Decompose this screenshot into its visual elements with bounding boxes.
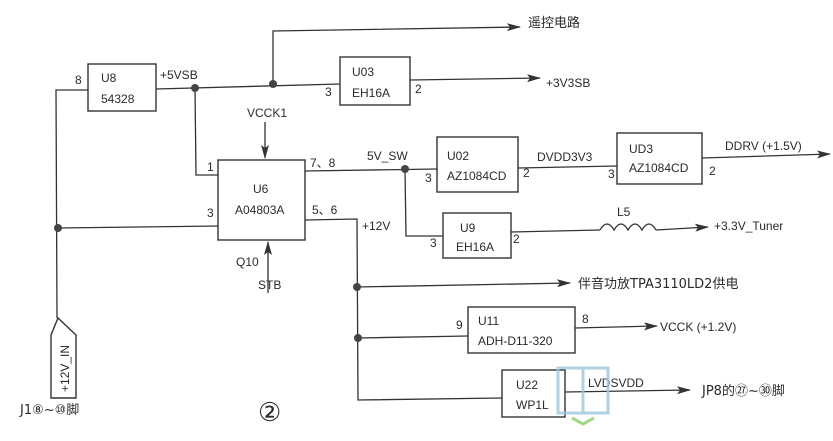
u6-pin-1: 1	[207, 160, 214, 174]
u9-part: EH16A	[456, 240, 494, 254]
u6-pin-78: 7、8	[310, 156, 336, 170]
u02-pin-out: 2	[523, 166, 530, 180]
watermark-logo	[556, 366, 610, 426]
ud3-pin-out: 2	[709, 164, 716, 178]
u11-box	[467, 306, 576, 354]
ud3-pin-in: 3	[608, 167, 615, 181]
u02-ref: U02	[447, 149, 469, 163]
junction-dots	[54, 80, 409, 342]
net-5v-sw: 5V_SW	[367, 149, 408, 163]
net-tuner: +3.3V_Tuner	[714, 219, 783, 233]
u22-ref: U22	[516, 378, 538, 392]
u02-box	[436, 136, 519, 193]
u6-ref: U6	[253, 182, 269, 196]
net-j1-pins: J1⑧~⑩脚	[19, 402, 79, 418]
ud3-part: AZ1084CD	[629, 161, 689, 175]
u11-part: ADH-D11-320	[478, 334, 553, 348]
net-ddrv: DDRV (+1.5V)	[725, 139, 802, 153]
u22-box	[501, 369, 566, 418]
u03-pin-out: 2	[415, 82, 422, 96]
net-vcck1: VCCK1	[247, 106, 287, 120]
u9-ref: U9	[460, 221, 476, 235]
wires	[55, 23, 831, 401]
net-audio-amp-supply: 伴音功放TPA3110LD2供电	[578, 276, 738, 292]
u6-box	[217, 159, 306, 241]
net-dvdd3v3: DVDD3V3	[537, 150, 593, 164]
u8-ref: U8	[101, 71, 117, 85]
u11-ref: U11	[478, 314, 499, 328]
u8-box	[87, 63, 157, 112]
l5-ref: L5	[617, 205, 631, 219]
net-jp8-pins: JP8的㉗~㉚脚	[701, 383, 785, 399]
net-lvdsvdd: LVDSVDD	[588, 376, 644, 390]
net-stb: STB	[258, 278, 281, 292]
net-12v-in: +12V_IN	[58, 345, 72, 392]
u11-pin-in: 9	[456, 318, 463, 332]
u03-ref: U03	[352, 65, 374, 79]
figure-number: ②	[258, 398, 281, 428]
u6-part: A04803A	[235, 203, 284, 217]
u8-pin: 8	[75, 73, 82, 87]
net-remote-circuit: 遥控电路	[528, 15, 580, 31]
ud3-box	[616, 132, 703, 185]
u03-box	[339, 56, 411, 106]
u02-part: AZ1084CD	[447, 169, 507, 183]
u03-pin-in: 3	[325, 85, 332, 99]
net-12v: +12V	[362, 219, 390, 233]
ud3-ref: UD3	[629, 142, 653, 156]
u8-part: 54328	[101, 92, 135, 106]
u03-part: EH16A	[352, 86, 390, 100]
net-3v3sb: +3V3SB	[546, 76, 590, 90]
net-q10: Q10	[236, 255, 259, 269]
input-connector-12v	[50, 316, 77, 399]
u22-part: WP1L	[516, 398, 549, 412]
u11-pin-out: 8	[582, 312, 589, 326]
u6-pin-56: 5、6	[312, 203, 338, 217]
u9-box	[442, 212, 512, 259]
net-5vsb: +5VSB	[160, 68, 198, 82]
u02-pin-in: 3	[425, 171, 432, 185]
u6-pin-3: 3	[207, 206, 214, 220]
u9-pin-out: 2	[513, 232, 520, 246]
u9-pin-in: 3	[430, 236, 437, 250]
net-vcck: VCCK (+1.2V)	[660, 320, 736, 334]
